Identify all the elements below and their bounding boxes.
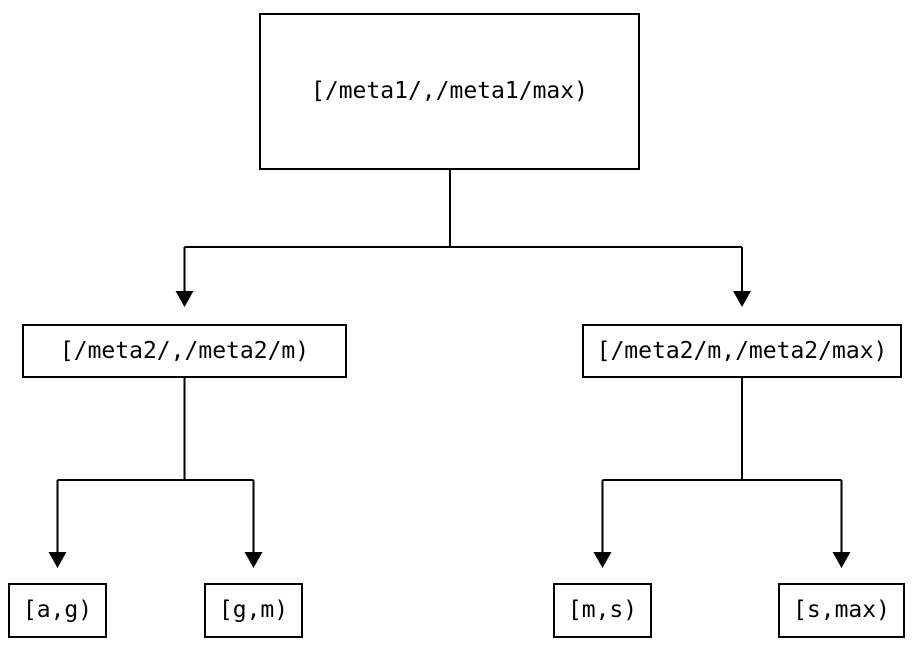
tree-node-leaf-ms-label: [m,s) <box>567 597 638 623</box>
tree-node-root-label: [/meta1/,/meta1/max) <box>311 78 588 104</box>
tree-node-leaf-ag: [a,g) <box>8 583 107 638</box>
tree-node-left-label: [/meta2/,/meta2/m) <box>59 337 310 364</box>
tree-node-leaf-ms: [m,s) <box>553 583 652 638</box>
tree-node-leaf-gm-label: [g,m) <box>218 597 289 623</box>
tree-node-leaf-smax: [s,max) <box>778 583 905 638</box>
arrowhead-to-ag <box>48 552 67 568</box>
arrowhead-to-gm <box>244 552 263 568</box>
arrowhead-to-ms <box>593 552 612 568</box>
tree-node-leaf-smax-label: [s,max) <box>793 597 890 623</box>
tree-node-leaf-ag-label: [a,g) <box>22 597 93 623</box>
arrowhead-to-right <box>733 291 751 307</box>
arrowhead-to-smax <box>832 552 851 568</box>
tree-node-right: [/meta2/m,/meta2/max) <box>582 324 902 378</box>
tree-node-right-label: [/meta2/m,/meta2/max) <box>596 337 888 364</box>
arrowhead-to-left <box>175 291 194 307</box>
tree-node-leaf-gm: [g,m) <box>204 583 303 638</box>
tree-node-root: [/meta1/,/meta1/max) <box>259 13 640 170</box>
tree-node-left: [/meta2/,/meta2/m) <box>22 324 347 378</box>
